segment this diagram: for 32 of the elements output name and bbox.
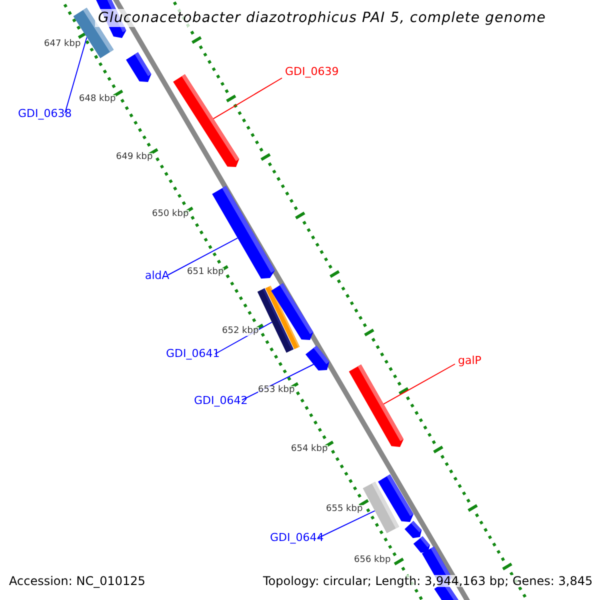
gene-label: aldA — [145, 270, 170, 281]
genome-stats-text: Topology: circular; Length: 3,944,163 bp; Genes: 3,845 — [263, 575, 593, 587]
gene-label: GDI_0639 — [285, 66, 339, 77]
gene-feature — [306, 346, 330, 370]
gene-feature — [271, 283, 314, 340]
gene-label: galP — [458, 355, 482, 366]
gene-feature — [348, 364, 404, 447]
leader-line — [318, 510, 376, 538]
accession-text: Accession: NC_010125 — [9, 575, 146, 587]
gene-feature — [126, 52, 152, 82]
gene-label: GDI_0644 — [270, 532, 324, 543]
leader-line — [212, 78, 282, 120]
gene-feature — [173, 74, 240, 167]
tick-label: 647 kbp — [44, 40, 81, 49]
leader-line — [383, 364, 456, 405]
tick-label: 651 kbp — [187, 268, 224, 277]
tick-label: 653 kbp — [258, 386, 295, 395]
gene-label: GDI_0638 — [18, 108, 72, 119]
tick-label: 656 kbp — [354, 556, 391, 565]
leader-line — [64, 36, 88, 114]
tick-label: 649 kbp — [116, 153, 153, 162]
gene-feature — [413, 536, 430, 553]
leader-line — [168, 238, 238, 276]
tick-label: 650 kbp — [152, 210, 189, 219]
tick-label: 648 kbp — [79, 95, 116, 104]
tick-label: 655 kbp — [326, 505, 363, 514]
gene-feature — [378, 474, 414, 522]
tick-label: 652 kbp — [222, 327, 259, 336]
gene-feature — [404, 520, 422, 538]
tick-label: 654 kbp — [291, 445, 328, 454]
gene-label: GDI_0642 — [194, 395, 248, 406]
gene-label: GDI_0641 — [166, 348, 220, 359]
